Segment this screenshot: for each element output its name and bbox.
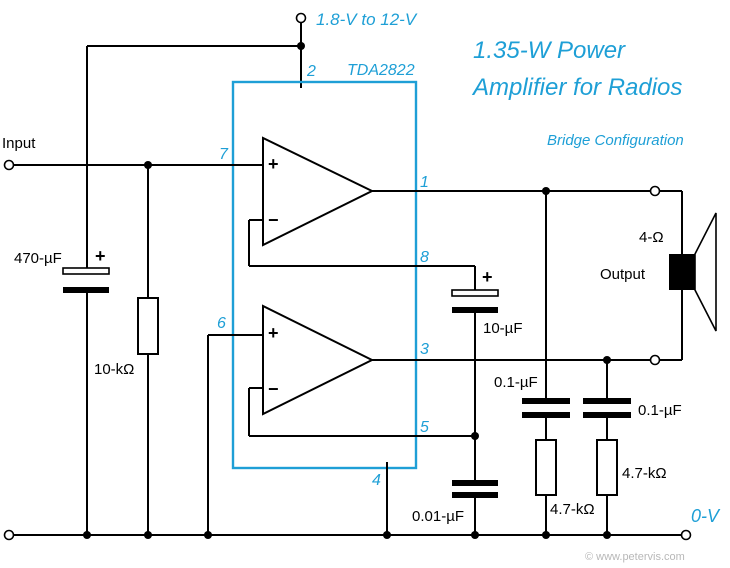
c10-plate-bottom [452,307,498,313]
zobel2-res-label: 4.7-kΩ [622,465,667,482]
output-label: Output [600,266,646,283]
ground-junction-r10k [144,531,152,539]
chip-label: TDA2822 [347,62,415,79]
supply-terminal [295,12,307,24]
watermark: © www.petervis.com [585,551,685,563]
pin-7-label: 7 [219,146,229,163]
ground-junction-zobel1 [542,531,550,539]
c10-label: 10-µF [483,320,523,337]
output-terminal-top [649,185,661,197]
c470-label: 470-µF [14,250,62,267]
c001-plate-bottom [452,492,498,498]
opamp1-plus-sign: + [268,154,279,174]
input-terminal [3,159,15,171]
pin-3-label: 3 [420,341,429,358]
zobel1-cap-label: 0.1-µF [494,374,538,391]
pin-1-label: 1 [420,174,429,191]
c10-plus-sign: + [482,267,493,287]
title-line1: 1.35-W Power [473,37,626,64]
opamp2-minus-sign: − [268,379,279,399]
opamp-2 [262,304,375,416]
input-label: Input [2,135,36,152]
zobel2-resistor [596,439,618,496]
title-subtitle: Bridge Configuration [547,132,684,149]
supply-label: 1.8-V to 12-V [316,10,418,29]
zobel2-cap-plate-top [583,398,631,404]
ground-junction-pin6 [204,531,212,539]
ground-terminal-right [680,529,692,541]
output-terminal-bottom [649,354,661,366]
c10-plate-top [451,289,499,297]
zobel1-res-label: 4.7-kΩ [550,501,595,518]
speaker-cone [694,212,717,332]
speaker-magnet [669,254,695,290]
pin-2-label: 2 [306,63,316,80]
ground-label: 0-V [691,506,721,526]
zobel2-cap-label: 0.1-µF [638,402,682,419]
pin-5-label: 5 [420,419,429,436]
c001-label: 0.01-µF [412,508,464,525]
c470-plus-sign: + [95,246,106,266]
ground-junction-c470 [83,531,91,539]
ground-terminal-left [3,529,15,541]
opamp1-minus-sign: − [268,210,279,230]
ground-junction-c001 [471,531,479,539]
chip-outline [231,80,418,470]
pin-6-label: 6 [217,315,226,332]
r10k-body [137,297,159,355]
zobel1-cap-plate-top [522,398,570,404]
opamp2-plus-sign: + [268,323,279,343]
r10k-label: 10-kΩ [94,361,134,378]
zobel1-cap-plate-bottom [522,412,570,418]
c470-plate-top [62,267,110,275]
pin-8-label: 8 [420,249,429,266]
speaker-impedance-label: 4-Ω [639,229,664,246]
c001-plate-top [452,480,498,486]
opamp-1 [262,136,375,247]
ground-junction-pin4 [383,531,391,539]
zobel2-cap-plate-bottom [583,412,631,418]
title-line2: Amplifier for Radios [471,74,682,101]
ground-junction-zobel2 [603,531,611,539]
pin-4-label: 4 [372,472,381,489]
zobel1-resistor [535,439,557,496]
c470-plate-bottom [63,287,109,293]
